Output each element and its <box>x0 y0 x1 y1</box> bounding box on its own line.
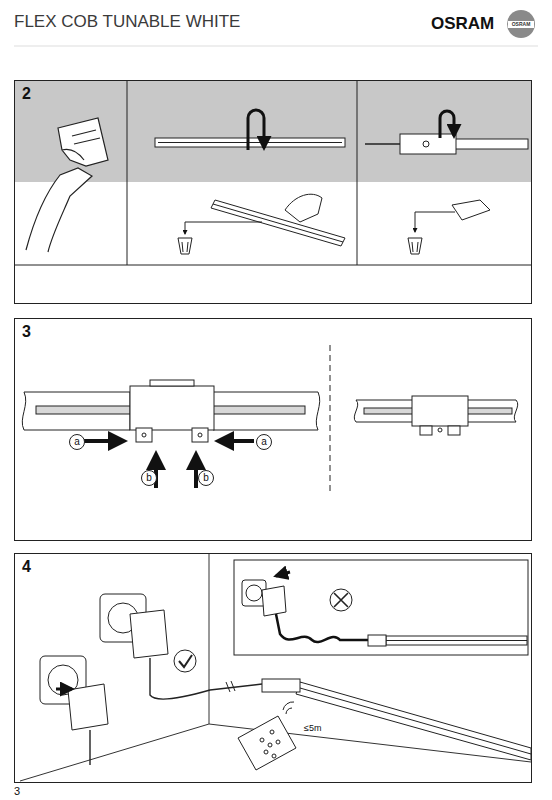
step-number: 3 <box>22 323 31 341</box>
plug-arrow <box>56 688 72 691</box>
arrow-a <box>218 439 254 443</box>
brand-name: OSRAM <box>431 15 494 34</box>
room-corner <box>20 554 531 781</box>
cable-break <box>226 682 230 692</box>
led-strip <box>368 635 527 646</box>
arrow-b <box>194 454 198 488</box>
plug-arrow <box>276 572 290 576</box>
callout-circle: a <box>69 434 85 450</box>
cable-coil <box>276 614 368 642</box>
cross-mark <box>334 593 348 607</box>
logo-circle <box>507 10 535 38</box>
callout-letter: a <box>74 437 80 447</box>
strip-channel <box>155 138 345 147</box>
callout-circle: b <box>141 470 157 486</box>
cross-symbol <box>330 589 352 611</box>
leader-line <box>185 222 262 234</box>
range-note: ≤5m <box>304 724 321 734</box>
cable <box>90 658 262 765</box>
bin-icon <box>178 238 192 254</box>
press-arrow <box>440 111 454 138</box>
cable-break <box>231 681 235 691</box>
step-number: 2 <box>22 85 31 103</box>
page-number: 3 <box>14 785 20 797</box>
strip-left <box>22 392 130 430</box>
page-title: FLEX COB TUNABLE WHITE <box>14 13 240 32</box>
connector-box <box>130 380 214 442</box>
header-rule <box>14 46 538 47</box>
strip-right <box>213 392 320 430</box>
callout-letter: b <box>203 473 209 483</box>
column-divider <box>127 81 128 265</box>
leader-line <box>415 212 455 232</box>
callout-letter: a <box>261 437 267 447</box>
column-divider <box>357 81 358 265</box>
check-symbol <box>174 650 196 672</box>
remote-control <box>238 716 296 770</box>
connector-box <box>400 134 528 154</box>
bin-icon <box>408 238 422 254</box>
liner-paper <box>452 200 490 220</box>
callout-circle: a <box>256 434 272 450</box>
peel-strip <box>211 194 345 246</box>
divider-dashed <box>330 345 331 495</box>
power-adapter <box>68 610 168 730</box>
led-strip <box>262 679 531 760</box>
logo-text: OSRAM <box>512 22 531 28</box>
logo-band <box>508 21 534 28</box>
inset-frame <box>234 560 528 655</box>
callout-letter: b <box>146 473 152 483</box>
step-number: 4 <box>22 558 31 576</box>
power-adapter <box>262 586 286 616</box>
step-panel: 4 <box>14 553 532 783</box>
signal-waves <box>283 702 294 714</box>
step-panel: 3 a a b b <box>14 318 532 541</box>
press-arrow <box>248 110 264 150</box>
arrow-a <box>84 439 124 443</box>
grey-band <box>15 81 531 182</box>
callout-circle: b <box>198 470 214 486</box>
step-panel: 2 <box>14 80 532 304</box>
check-mark <box>179 655 192 667</box>
hand-cloth <box>26 118 108 252</box>
wire <box>365 143 400 145</box>
row-divider <box>15 265 531 266</box>
joined-strip <box>354 396 517 435</box>
